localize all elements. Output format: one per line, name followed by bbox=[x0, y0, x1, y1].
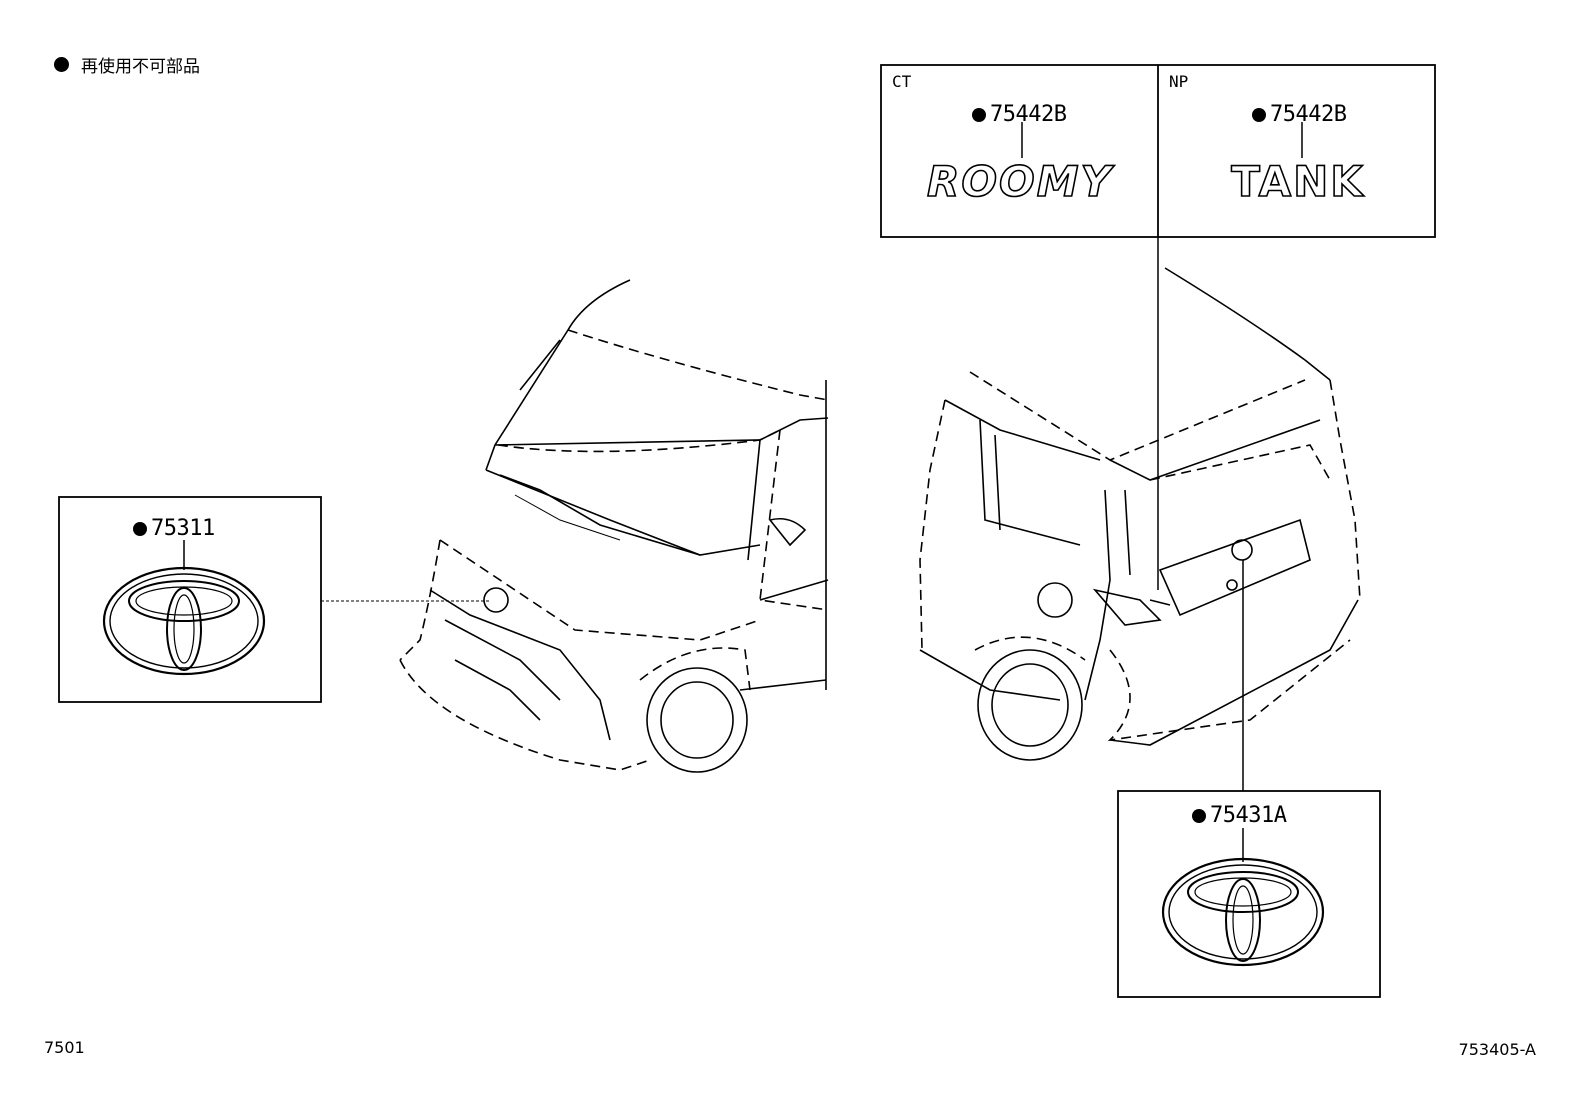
name-emblem-panel: ROOMY TANK bbox=[880, 64, 1436, 590]
front-emblem-part-number: 75311 bbox=[151, 516, 215, 541]
front-emblem-panel bbox=[58, 496, 490, 703]
toyota-emblem-icon bbox=[1161, 857, 1325, 967]
roomy-emblem-text: ROOMY bbox=[927, 157, 1115, 206]
footer-left-code: 7501 bbox=[44, 1038, 85, 1057]
non-reusable-dot-icon bbox=[1192, 808, 1206, 823]
footer-right-code: 753405-A bbox=[1458, 1040, 1536, 1059]
front-emblem-code: 75311 bbox=[133, 516, 215, 541]
toyota-emblem-icon bbox=[102, 566, 266, 676]
tank-emblem-text: TANK bbox=[1231, 157, 1365, 206]
rear-vehicle-illustration bbox=[919, 267, 1361, 761]
non-reusable-dot-icon bbox=[1252, 107, 1266, 122]
rear-emblem-part-number: 75431A bbox=[1210, 803, 1287, 828]
rear-emblem-code: 75431A bbox=[1192, 803, 1287, 828]
legend-text: 再使用不可部品 bbox=[81, 57, 200, 77]
non-reusable-dot-icon bbox=[54, 57, 69, 72]
non-reusable-dot-icon bbox=[972, 107, 986, 122]
ct-emblem-part-number: 75442B bbox=[990, 102, 1067, 127]
legend: 再使用不可部品 bbox=[54, 52, 200, 77]
ct-emblem-code: 75442B bbox=[972, 102, 1067, 127]
rear-emblem-panel bbox=[1117, 560, 1381, 998]
front-vehicle-illustration bbox=[399, 279, 829, 773]
non-reusable-dot-icon bbox=[133, 521, 147, 536]
variant-label-ct: CT bbox=[892, 72, 912, 91]
variant-label-np: NP bbox=[1169, 72, 1189, 91]
np-emblem-code: 75442B bbox=[1252, 102, 1347, 127]
np-emblem-part-number: 75442B bbox=[1270, 102, 1347, 127]
